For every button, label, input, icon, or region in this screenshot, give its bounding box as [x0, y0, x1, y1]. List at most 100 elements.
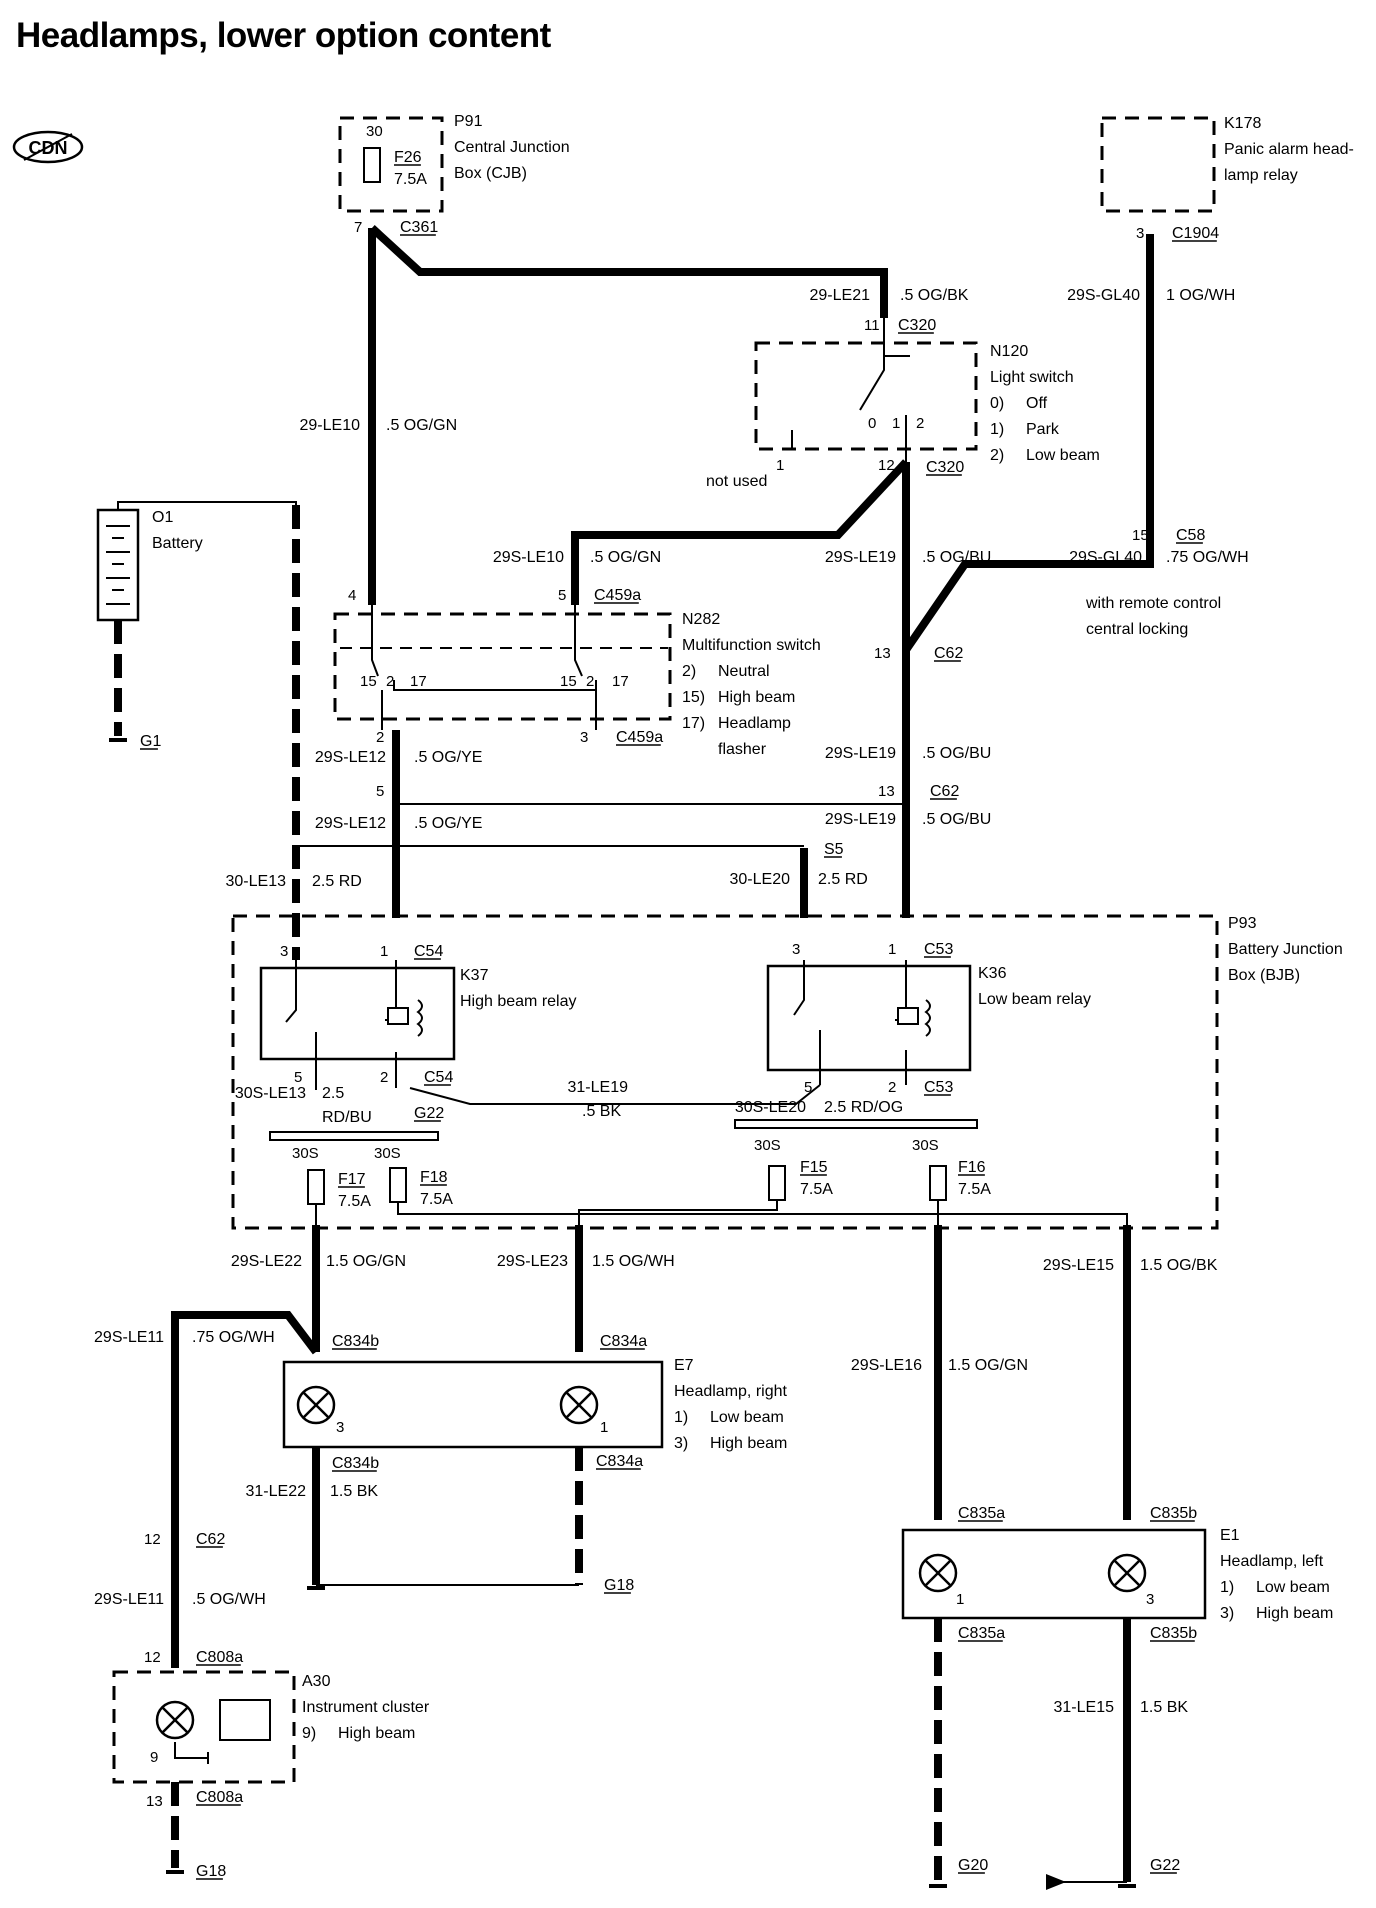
pin-3: 11 [864, 317, 880, 334]
wire-label-17: .5 OG/YE [414, 815, 482, 832]
wire-label-29: 30S-LE20 [735, 1099, 806, 1116]
wire-label-8: 29S-LE19 [825, 549, 896, 566]
pin-38: 12 [144, 1649, 161, 1666]
wire-f18-to-e1 [397, 1198, 1128, 1225]
connector-c834a-18: C834a [596, 1453, 643, 1470]
fuse-f26-body [363, 147, 381, 183]
wire-label-44: .5 OG/WH [192, 1591, 266, 1608]
wire-label-5: .5 OG/GN [386, 417, 457, 434]
wire-label-25: 2.5 [322, 1085, 344, 1102]
wire-label-30: 2.5 RD/OG [824, 1099, 903, 1116]
k37-coil-winding [416, 999, 423, 1037]
o1-line-0: O1 [152, 509, 173, 526]
pin-23: 3 [280, 943, 288, 960]
e7-lamp-1-icon [559, 1385, 599, 1425]
connector-c361-0: C361 [400, 219, 438, 236]
fuse-symbols [307, 147, 947, 1205]
pin-6: 2 [916, 415, 924, 432]
o1-line-1: Battery [152, 535, 203, 552]
n282-name: Multifunction switch [682, 637, 821, 654]
pin-40: 13 [146, 1793, 163, 1810]
pin-2: 3 [1136, 225, 1144, 242]
pin-19: 2 [376, 729, 384, 746]
g22-arrow-head [1046, 1874, 1066, 1890]
pin-15: 15 [560, 673, 577, 690]
connector-c62-6: C62 [934, 645, 963, 662]
wire-label-34: 1.5 OG/WH [592, 1253, 675, 1270]
k36-box [766, 964, 972, 1072]
connector-c808a-20: C808a [196, 1649, 243, 1666]
fuse-f16-rating: 7.5A [958, 1181, 991, 1198]
wire-label-27: 31-LE19 [568, 1079, 629, 1096]
wire-label-39: 29S-LE16 [851, 1357, 922, 1374]
pin-10: 4 [348, 587, 356, 604]
wire-battery-positive [117, 501, 297, 510]
wire-label-46: 1.5 BK [1140, 1699, 1188, 1716]
pin-14: 17 [410, 673, 427, 690]
lamp-symbols [155, 1385, 1147, 1740]
n120-mode-2: Low beam [1026, 447, 1100, 464]
note-remote-1: with remote control [1085, 595, 1221, 612]
wires-layer [114, 225, 1154, 1890]
ground-symbols [109, 738, 1136, 1888]
connector-c1904-1: C1904 [1172, 225, 1219, 242]
cdn-badge: CDN [12, 130, 84, 164]
fuse-f15-rating: 7.5A [800, 1181, 833, 1198]
fuse-f26-id: F26 [394, 149, 422, 166]
component-boxes [96, 116, 1219, 1784]
wire-label-42: 1.5 BK [330, 1483, 378, 1500]
k37-line-1: High beam relay [460, 993, 577, 1010]
pin-9: 15 [1132, 527, 1149, 544]
wire-label-18: 29S-LE19 [825, 811, 896, 828]
connector-c62-8: C62 [930, 783, 959, 800]
fuse-f15-id: F15 [800, 1159, 828, 1176]
a30-lamp-9-icon [155, 1700, 195, 1740]
connector-c835a-22: C835a [958, 1505, 1005, 1522]
wire-label-35: 29S-LE15 [1043, 1257, 1114, 1274]
connector-c53-11: C53 [924, 941, 953, 958]
e1-mode-num-1: 3) [1220, 1605, 1234, 1622]
fuse-f17-rating: 7.5A [338, 1193, 371, 1210]
n282-mode-num-2: 17) [682, 715, 705, 732]
pin-25: 3 [792, 941, 800, 958]
wire-label-11: .75 OG/WH [1166, 549, 1249, 566]
connector-c58-4: C58 [1176, 527, 1205, 544]
e7-lamp-3-icon [296, 1385, 336, 1425]
note-not-used: not used [706, 473, 767, 490]
connector-g18-29: G18 [196, 1863, 226, 1880]
k36-coil [897, 1007, 919, 1025]
e7-mode-0: Low beam [710, 1409, 784, 1426]
pin-29: 5 [804, 1079, 812, 1096]
wire-label-23: 2.5 RD [818, 871, 868, 888]
wire-29-le21 [369, 225, 888, 318]
wire-label-38: .75 OG/WH [192, 1329, 275, 1346]
connector-g22-14: G22 [414, 1105, 444, 1122]
wire-label-40: 1.5 OG/GN [948, 1357, 1028, 1374]
k178-line-2: lamp relay [1224, 167, 1298, 184]
wire-label-37: 29S-LE11 [94, 1329, 164, 1346]
connector-c835a-24: C835a [958, 1625, 1005, 1642]
pin-39: 9 [150, 1749, 158, 1766]
pin-5: 1 [892, 415, 900, 432]
e7-id: E7 [674, 1357, 694, 1374]
k36-line-0: K36 [978, 965, 1007, 982]
a30-box [112, 1670, 296, 1784]
n282-mode-num-0: 2) [682, 663, 696, 680]
k36-line-1: Low beam relay [978, 991, 1091, 1008]
wire-label-4: 29-LE10 [300, 417, 361, 434]
e1-lamp-3-icon [1107, 1553, 1147, 1593]
pin-16: 2 [586, 673, 594, 690]
connector-g18-27: G18 [604, 1577, 634, 1594]
wire-label-9: .5 OG/BU [922, 549, 991, 566]
page-title: Headlamps, lower option content [16, 16, 551, 55]
n120-mode-0: Off [1026, 395, 1048, 412]
n120-mode-num-2: 2) [990, 447, 1004, 464]
wire-29s-le11 [171, 1311, 320, 1668]
p91-line-0: P91 [454, 113, 483, 130]
wire-label-2: 29S-GL40 [1067, 287, 1140, 304]
k178-line-1: Panic alarm head- [1224, 141, 1354, 158]
p93-line-2: Box (BJB) [1228, 967, 1300, 984]
connector-c835b-23: C835b [1150, 1505, 1197, 1522]
pin-36: 1 [600, 1419, 608, 1436]
pin-30: 2 [888, 1079, 896, 1096]
